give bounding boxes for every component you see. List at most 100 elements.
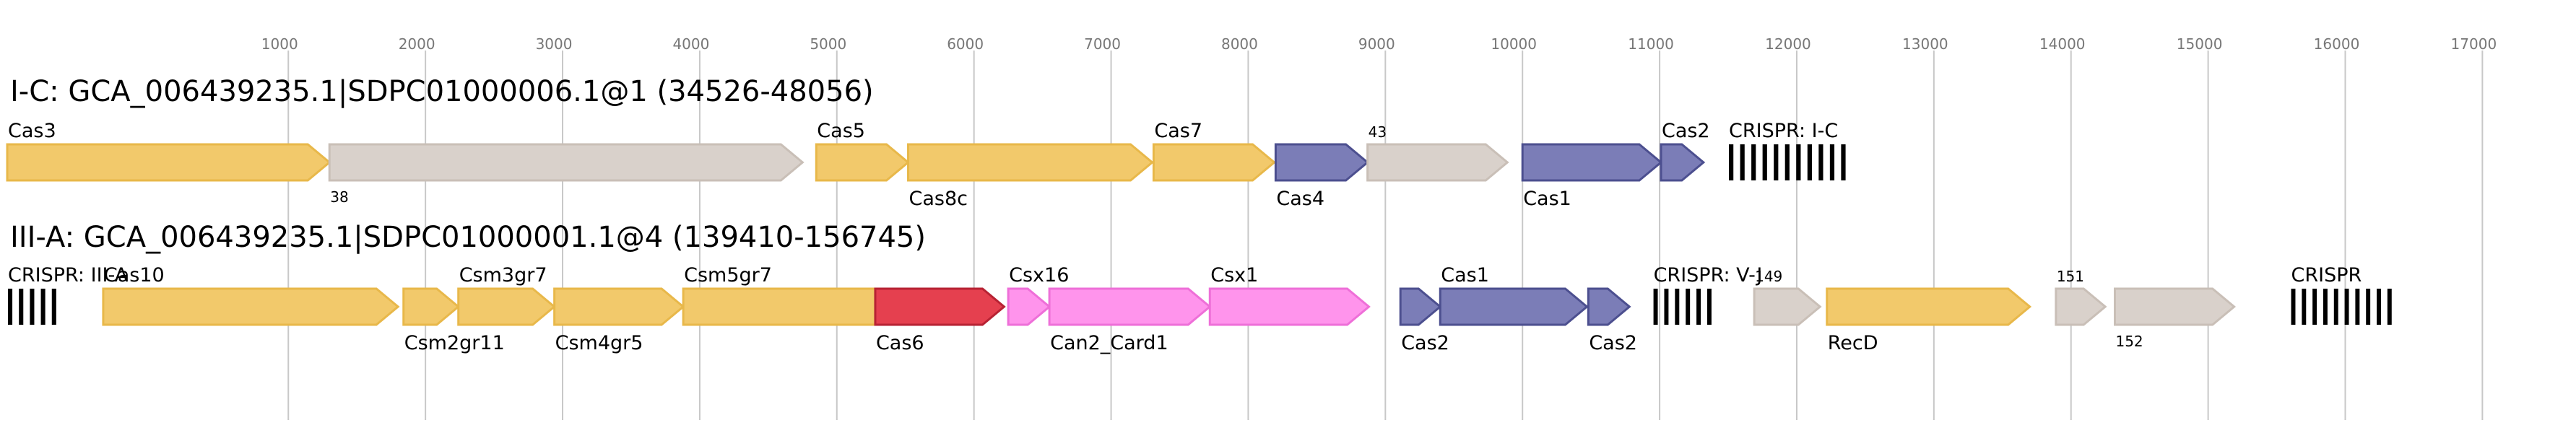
gene-arrow[interactable]	[1208, 287, 1371, 326]
crispr-repeat	[1841, 144, 1846, 180]
gene-arrow[interactable]	[1587, 287, 1631, 326]
gene-arrow[interactable]	[1007, 287, 1051, 326]
gene-label: 38	[330, 188, 348, 206]
gene-label: Cas2	[1662, 120, 1710, 142]
crispr-repeat	[40, 289, 45, 325]
crispr-repeat	[1818, 144, 1823, 180]
crispr-repeat	[1829, 144, 1835, 180]
gene-label: Csx1	[1210, 264, 1258, 287]
crispr-repeat	[2366, 289, 2371, 325]
crispr-repeat	[2344, 289, 2349, 325]
gene-arrow[interactable]	[328, 143, 805, 182]
gene-arrow[interactable]	[1274, 143, 1369, 182]
crispr-repeat	[2355, 289, 2360, 325]
crispr-repeat	[1686, 289, 1691, 325]
tick-label: 3000	[536, 35, 573, 53]
crispr-repeat	[1729, 144, 1734, 180]
track-2: III-A: GCA_006439235.1|SDPC01000001.1@4 …	[8, 221, 2392, 354]
track-1: I-C: GCA_006439235.1|SDPC01000006.1@1 (3…	[6, 75, 1846, 210]
gene-arrow[interactable]	[1366, 143, 1509, 182]
tick-label: 15000	[2177, 35, 2223, 53]
gene-arrow[interactable]	[815, 143, 910, 182]
crispr-repeat	[1740, 144, 1745, 180]
gene-arrow[interactable]	[1753, 287, 1822, 326]
crispr-repeat	[1664, 289, 1669, 325]
crispr-repeat	[30, 289, 35, 325]
crispr-array[interactable]	[1729, 144, 1846, 180]
gene-label: Cas2	[1401, 332, 1449, 354]
tick-label: 2000	[399, 35, 435, 53]
gene-label: Cas6	[876, 332, 924, 354]
crispr-repeat	[2323, 289, 2328, 325]
gene-label: Cas5	[817, 120, 865, 142]
tick-label: 4000	[672, 35, 709, 53]
gene-label: 151	[2057, 268, 2084, 285]
crispr-repeat	[1751, 144, 1756, 180]
gene-arrow[interactable]	[1399, 287, 1442, 326]
crispr-label: CRISPR: III-A	[8, 264, 129, 287]
gene-arrow[interactable]	[907, 143, 1154, 182]
crispr-repeat	[2302, 289, 2307, 325]
crispr-label: CRISPR: V-J	[1654, 264, 1763, 287]
crispr-repeat	[2333, 289, 2338, 325]
tick-label: 7000	[1084, 35, 1121, 53]
tick-label: 6000	[947, 35, 984, 53]
gene-label: Cas2	[1589, 332, 1637, 354]
crispr-array[interactable]	[2291, 289, 2392, 325]
gene-arrow[interactable]	[1521, 143, 1663, 182]
tick-label: 11000	[1628, 35, 1674, 53]
crispr-repeat	[8, 289, 13, 325]
gene-label: RecD	[1828, 332, 1878, 354]
gene-label: Csx16	[1009, 264, 1069, 287]
tick-label: 12000	[1765, 35, 1811, 53]
tick-label: 14000	[2039, 35, 2086, 53]
crispr-repeat	[1796, 144, 1801, 180]
crispr-array[interactable]	[1653, 289, 1712, 325]
tick-label: 16000	[2314, 35, 2360, 53]
gene-arrow[interactable]	[1660, 143, 1706, 182]
gene-label: Cas1	[1441, 264, 1489, 287]
gene-arrow[interactable]	[457, 287, 556, 326]
gene-arrow[interactable]	[682, 287, 901, 326]
crispr-label: CRISPR	[2291, 264, 2362, 287]
gene-arrow[interactable]	[1439, 287, 1589, 326]
tick-label: 17000	[2451, 35, 2497, 53]
gene-arrow[interactable]	[553, 287, 685, 326]
tick-label: 10000	[1491, 35, 1537, 53]
gene-label: Cas1	[1523, 188, 1571, 210]
gene-label: 152	[2115, 333, 2143, 350]
tick-label: 5000	[810, 35, 846, 53]
crispr-repeat	[2312, 289, 2317, 325]
gene-arrow[interactable]	[6, 143, 331, 182]
crispr-array[interactable]	[8, 289, 56, 325]
tick-label: 8000	[1221, 35, 1258, 53]
crispr-label: CRISPR: I-C	[1729, 120, 1838, 142]
gene-label: Cas4	[1276, 188, 1324, 210]
gene-arrow[interactable]	[1826, 287, 2032, 326]
crispr-repeat	[1762, 144, 1767, 180]
crispr-repeat	[1774, 144, 1779, 180]
gene-arrow[interactable]	[1048, 287, 1212, 326]
gene-arrow[interactable]	[1152, 143, 1276, 182]
crispr-repeat	[1807, 144, 1812, 180]
gene-label: Cas3	[8, 120, 56, 142]
gene-label: Csm2gr11	[404, 332, 505, 354]
gene-label: 149	[1755, 268, 1782, 285]
gene-arrow[interactable]	[2055, 287, 2107, 326]
crispr-repeat	[1707, 289, 1712, 325]
gene-arrow[interactable]	[874, 287, 1006, 326]
crispr-repeat	[1784, 144, 1790, 180]
crispr-repeat	[1675, 289, 1680, 325]
gene-label: Cas10	[104, 264, 165, 287]
gene-arrow[interactable]	[102, 287, 400, 326]
crispr-repeat	[51, 289, 56, 325]
crispr-repeat	[1696, 289, 1701, 325]
gene-arrow[interactable]	[402, 287, 461, 326]
track-2-title: III-A: GCA_006439235.1|SDPC01000001.1@4 …	[10, 221, 926, 254]
gene-label: Csm3gr7	[459, 264, 547, 287]
gene-label: Cas7	[1154, 120, 1202, 142]
tick-label: 13000	[1902, 35, 1948, 53]
gene-arrow[interactable]	[2113, 287, 2237, 326]
